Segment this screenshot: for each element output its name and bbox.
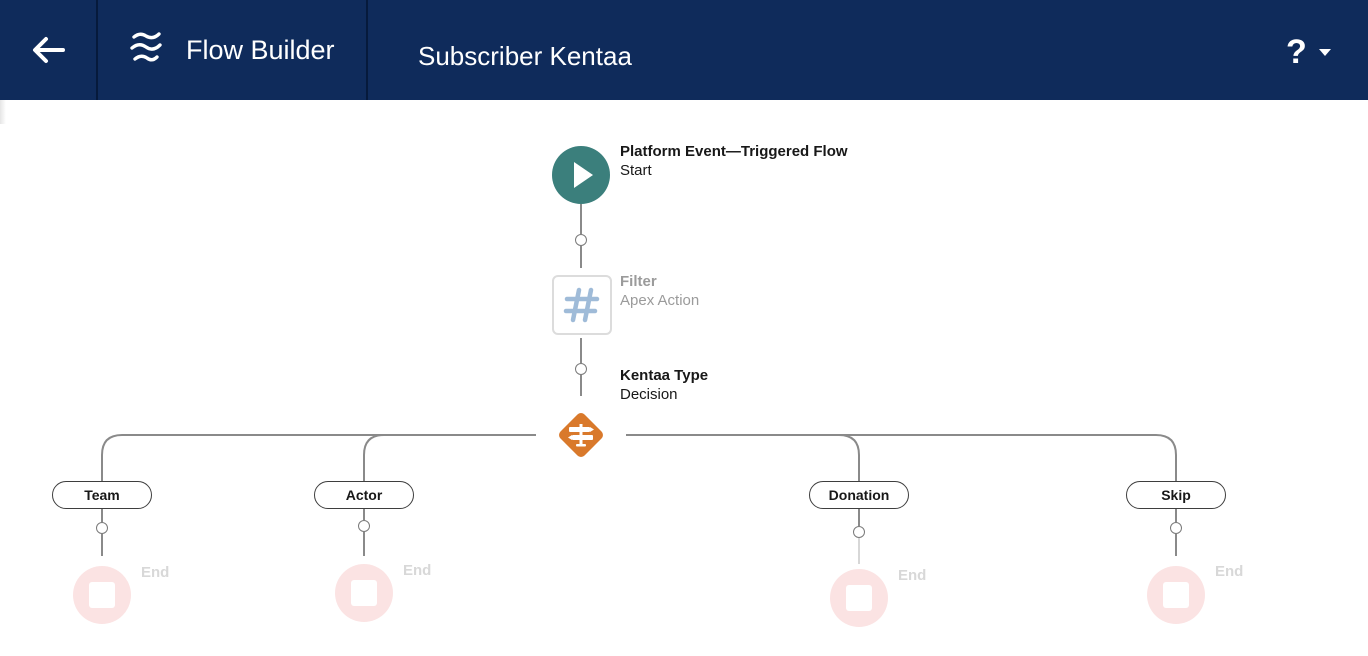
start-node-title: Platform Event—Triggered Flow — [620, 143, 848, 160]
end-node-label: End — [1215, 563, 1244, 580]
connector-lines — [101, 204, 1177, 564]
stop-icon — [846, 585, 872, 611]
flow-title: Subscriber Kentaa — [418, 41, 632, 71]
stop-icon — [351, 580, 377, 606]
outcome-actor[interactable]: Actor — [314, 481, 414, 509]
end-node-label: End — [141, 564, 170, 581]
caret-down-icon — [1318, 48, 1331, 56]
add-element-connector[interactable] — [575, 234, 587, 246]
add-element-connector[interactable] — [853, 526, 865, 538]
header-divider — [366, 0, 368, 100]
action-node-subtitle: Apex Action — [620, 292, 700, 309]
flow-canvas[interactable]: Platform Event—Triggered Flow Start Filt… — [0, 100, 1368, 656]
end-node-label: End — [898, 567, 927, 584]
add-element-connector[interactable] — [96, 522, 108, 534]
add-element-connector[interactable] — [358, 520, 370, 532]
outcome-donation[interactable]: Donation — [809, 481, 909, 509]
decision-node[interactable] — [552, 406, 610, 464]
flow-builder-logo-icon — [126, 28, 166, 72]
hashtag-icon — [563, 287, 600, 323]
end-node[interactable] — [830, 569, 888, 627]
start-node[interactable] — [552, 146, 610, 204]
decision-node-subtitle: Decision — [620, 386, 678, 403]
back-button[interactable] — [18, 24, 78, 76]
start-node-label: Platform Event—Triggered Flow Start — [620, 142, 848, 180]
add-element-connector[interactable] — [1170, 522, 1182, 534]
end-node[interactable] — [73, 566, 131, 624]
end-node[interactable] — [1147, 566, 1205, 624]
outcome-skip[interactable]: Skip — [1126, 481, 1226, 509]
end-node[interactable] — [335, 564, 393, 622]
end-node-label: End — [403, 562, 432, 579]
help-menu-button[interactable]: ? — [1286, 30, 1350, 74]
decision-node-label: Kentaa Type Decision — [620, 366, 708, 404]
decision-node-title: Kentaa Type — [620, 367, 709, 384]
app-header: Flow Builder Subscriber Kentaa ? — [0, 0, 1368, 100]
signpost-icon — [568, 424, 594, 447]
arrow-left-icon — [33, 37, 65, 63]
panel-shadow — [0, 100, 6, 124]
start-node-subtitle: Start — [620, 162, 652, 179]
help-icon: ? — [1286, 33, 1307, 71]
app-title: Flow Builder — [186, 35, 335, 65]
header-divider — [96, 0, 98, 100]
action-node-label: Filter Apex Action — [620, 272, 699, 310]
apex-action-node[interactable] — [552, 275, 612, 335]
stop-icon — [1163, 582, 1189, 608]
action-node-title: Filter — [620, 273, 657, 290]
add-element-connector[interactable] — [575, 363, 587, 375]
stop-icon — [89, 582, 115, 608]
outcome-team[interactable]: Team — [52, 481, 152, 509]
